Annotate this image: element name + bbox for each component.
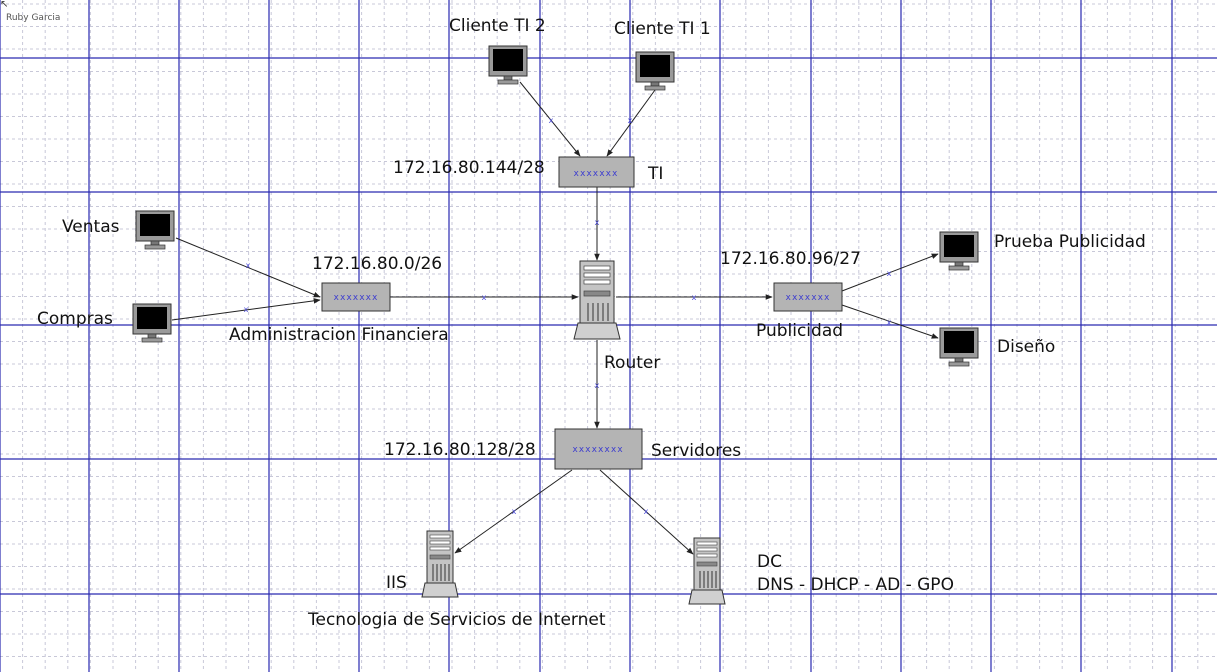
svg-text:x: x (482, 293, 487, 302)
link-cliente2-ti (519, 81, 581, 157)
label-admin-subnet: 172.16.80.0/26 (312, 254, 443, 274)
monitor-icon-compras[interactable] (132, 303, 172, 343)
label-iis-desc: Tecnologia de Servicios de Internet (308, 610, 606, 630)
switch-publicidad[interactable]: xxxxxxx (773, 282, 843, 312)
monitor-icon-ventas[interactable] (135, 210, 175, 250)
label-ventas: Ventas (62, 217, 120, 237)
label-router: Router (604, 353, 661, 373)
svg-text:x: x (887, 318, 892, 327)
link-servidores-dc (599, 469, 694, 555)
label-admin: Administracion Financiera (229, 325, 449, 345)
label-dc: DC (757, 552, 782, 572)
link-ventas-admin (175, 237, 321, 298)
label-servidores: Servidores (651, 441, 742, 461)
svg-text:x: x (644, 507, 649, 516)
svg-text:x: x (887, 269, 892, 278)
link-compras-admin (171, 298, 321, 321)
svg-text:x: x (595, 218, 600, 227)
svg-text:x: x (246, 261, 251, 270)
label-servidores-subnet: 172.16.80.128/28 (384, 440, 536, 460)
label-ti: TI (648, 164, 664, 184)
label-publicidad: Publicidad (756, 321, 844, 341)
switch-ti[interactable]: xxxxxxx (558, 156, 635, 188)
link-publicidad-diseno (841, 304, 939, 339)
switch-admin[interactable]: xxxxxxx (321, 282, 391, 312)
switch-servidores[interactable]: xxxxxxxx (554, 428, 643, 470)
link-servidores-iis (454, 469, 573, 554)
svg-text:x: x (692, 293, 697, 302)
label-prueba-publicidad: Prueba Publicidad (994, 232, 1146, 252)
svg-text:x: x (628, 116, 633, 125)
svg-text:x: x (512, 507, 517, 516)
label-publicidad-subnet: 172.16.80.96/27 (720, 249, 861, 269)
iis-server-icon[interactable] (421, 530, 459, 598)
label-compras: Compras (37, 309, 113, 329)
monitor-icon-cliente-ti-1[interactable] (635, 51, 675, 91)
label-ti-subnet: 172.16.80.144/28 (393, 158, 545, 178)
svg-text:xxxxxxx: xxxxxxx (334, 293, 379, 303)
link-cliente1-ti (606, 89, 656, 157)
router-server-icon[interactable] (573, 260, 621, 340)
monitor-icon-cliente-ti-2[interactable] (488, 45, 528, 85)
label-dc-desc: DNS - DHCP - AD - GPO (757, 575, 954, 595)
svg-text:x: x (244, 305, 249, 314)
links (171, 81, 939, 555)
label-cliente-ti-1: Cliente TI 1 (614, 19, 711, 39)
link-publicidad-prueba (841, 253, 939, 292)
svg-text:xxxxxxx: xxxxxxx (574, 169, 619, 179)
link-marks: x x x x x x x x x x x x (244, 116, 892, 516)
label-cliente-ti-2: Cliente TI 2 (449, 16, 546, 36)
svg-text:x: x (549, 116, 554, 125)
cursor-icon: ↖ (0, 0, 9, 10)
svg-text:xxxxxxxx: xxxxxxxx (572, 445, 623, 455)
dc-server-icon[interactable] (688, 537, 726, 605)
label-iis: IIS (386, 573, 407, 593)
author-label: Ruby Garcia (6, 13, 61, 23)
label-diseno: Diseño (997, 337, 1056, 357)
svg-text:xxxxxxx: xxxxxxx (786, 293, 831, 303)
svg-text:x: x (595, 381, 600, 390)
